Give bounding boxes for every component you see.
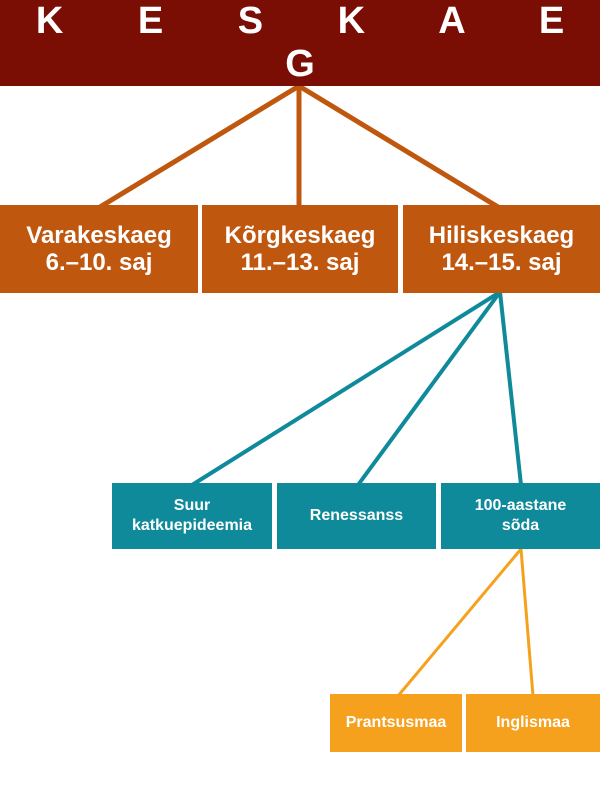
period-dates: 11.–13. saj (240, 249, 360, 276)
event-label-line2: katkuepideemia (131, 517, 253, 534)
country-label: Prantsusmaa (345, 714, 447, 731)
connector-katkuepideemia (190, 290, 502, 487)
period-name: Kõrgkeskaeg (224, 222, 376, 249)
event-box-katkuepideemia: Suur katkuepideemia (112, 483, 272, 549)
connector-inglismaa (519, 548, 535, 697)
country-connectors (396, 548, 535, 697)
country-box-prantsusmaa: Prantsusmaa (330, 694, 462, 752)
connector-varakeskaeg (98, 83, 301, 210)
diagram-title: K E S K A E G (35, 0, 597, 85)
connector-renessanss (356, 290, 502, 487)
event-label-line2: sõda (501, 517, 540, 534)
period-box-varakeskaeg: Varakeskaeg 6.–10. saj (0, 205, 198, 293)
country-box-inglismaa: Inglismaa (466, 694, 600, 752)
event-label-line1: Renessanss (309, 507, 404, 524)
period-connectors (98, 83, 500, 210)
period-box-korgkeskaeg: Kõrgkeskaeg 11.–13. saj (202, 205, 398, 293)
connector-hiliskeskaeg (297, 83, 500, 210)
event-box-renessanss: Renessanss (277, 483, 436, 549)
event-label-line1: 100-aastane (474, 497, 567, 514)
event-label-line1: Suur (173, 497, 211, 514)
title-bar: K E S K A E G (0, 0, 600, 86)
event-box-100-aastane-soda: 100-aastane sõda (441, 483, 600, 549)
period-box-hiliskeskaeg: Hiliskeskaeg 14.–15. saj (403, 205, 600, 293)
connector-100-aastane-soda (498, 291, 523, 486)
period-name: Hiliskeskaeg (428, 222, 575, 249)
connector-prantsusmaa (396, 548, 523, 697)
period-dates: 14.–15. saj (441, 249, 562, 276)
period-dates: 6.–10. saj (45, 249, 153, 276)
country-label: Inglismaa (496, 714, 570, 731)
period-name: Varakeskaeg (26, 222, 172, 249)
event-connectors (190, 290, 523, 487)
